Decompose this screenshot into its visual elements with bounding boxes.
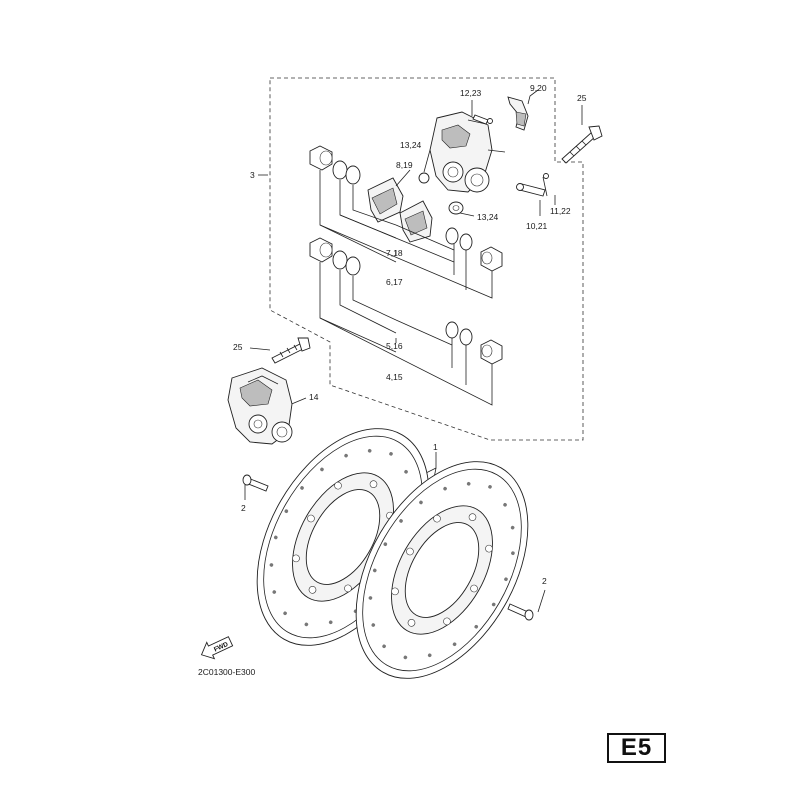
callout-10-21: 10,21 <box>526 221 548 231</box>
callout-1: 1 <box>433 442 438 452</box>
callout-14: 14 <box>309 392 319 402</box>
seal-ring-7[interactable] <box>445 321 459 339</box>
caliper-body-upper[interactable] <box>429 111 506 193</box>
callout-4-15: 4,15 <box>386 372 403 382</box>
piston-lower-right[interactable] <box>480 339 503 365</box>
mounting-bolt-lower[interactable] <box>271 337 311 364</box>
caliper-assembly-lower[interactable] <box>227 367 293 445</box>
callout-6-17: 6,17 <box>386 277 403 287</box>
disc-bolt-right[interactable] <box>507 603 534 621</box>
callout-13-24-lower: 13,24 <box>477 212 499 222</box>
brake-pad-1[interactable] <box>367 177 404 223</box>
piston-lower-left[interactable] <box>309 237 333 263</box>
seal-ring-6[interactable] <box>345 256 361 276</box>
seal-ring-5[interactable] <box>332 250 348 270</box>
callout-2-right: 2 <box>542 576 547 586</box>
pad-spring-clip[interactable] <box>507 96 529 131</box>
bushing-upper[interactable] <box>418 172 430 184</box>
seal-ring-8[interactable] <box>459 328 473 346</box>
callout-25-lower: 25 <box>233 342 243 352</box>
callout-3: 3 <box>250 170 255 180</box>
seal-ring-1[interactable] <box>332 160 348 180</box>
page-tag: E5 <box>607 733 666 763</box>
brake-disc-front[interactable] <box>321 432 564 708</box>
callout-25-upper: 25 <box>577 93 587 103</box>
pad-pin[interactable] <box>516 173 549 197</box>
callout-12-23: 12,23 <box>460 88 482 98</box>
callout-11-22: 11,22 <box>550 206 571 216</box>
fwd-arrow-icon: FWD <box>200 636 234 660</box>
seal-ring-2[interactable] <box>345 165 361 185</box>
piston-leader-lines <box>319 170 493 406</box>
piston-upper-right[interactable] <box>480 246 503 272</box>
callout-5-16: 5,16 <box>386 341 403 351</box>
bushing-lower[interactable] <box>448 201 464 215</box>
mounting-bolt-upper[interactable] <box>561 125 603 164</box>
callout-7-18: 7,18 <box>386 248 403 258</box>
piston-upper-left[interactable] <box>309 145 333 171</box>
bleed-screw[interactable] <box>472 114 493 125</box>
drawing-code: 2C01300-E300 <box>198 667 255 677</box>
callout-8-19: 8,19 <box>396 160 413 170</box>
assembly-boundary <box>269 77 584 441</box>
seal-ring-4[interactable] <box>459 233 473 251</box>
disc-bolt-left[interactable] <box>242 474 269 492</box>
seal-ring-3[interactable] <box>445 227 459 245</box>
brake-pad-2[interactable] <box>399 200 433 243</box>
callout-13-24-upper: 13,24 <box>400 140 422 150</box>
callout-2-left: 2 <box>241 503 246 513</box>
callout-9-20: 9,20 <box>530 83 547 93</box>
